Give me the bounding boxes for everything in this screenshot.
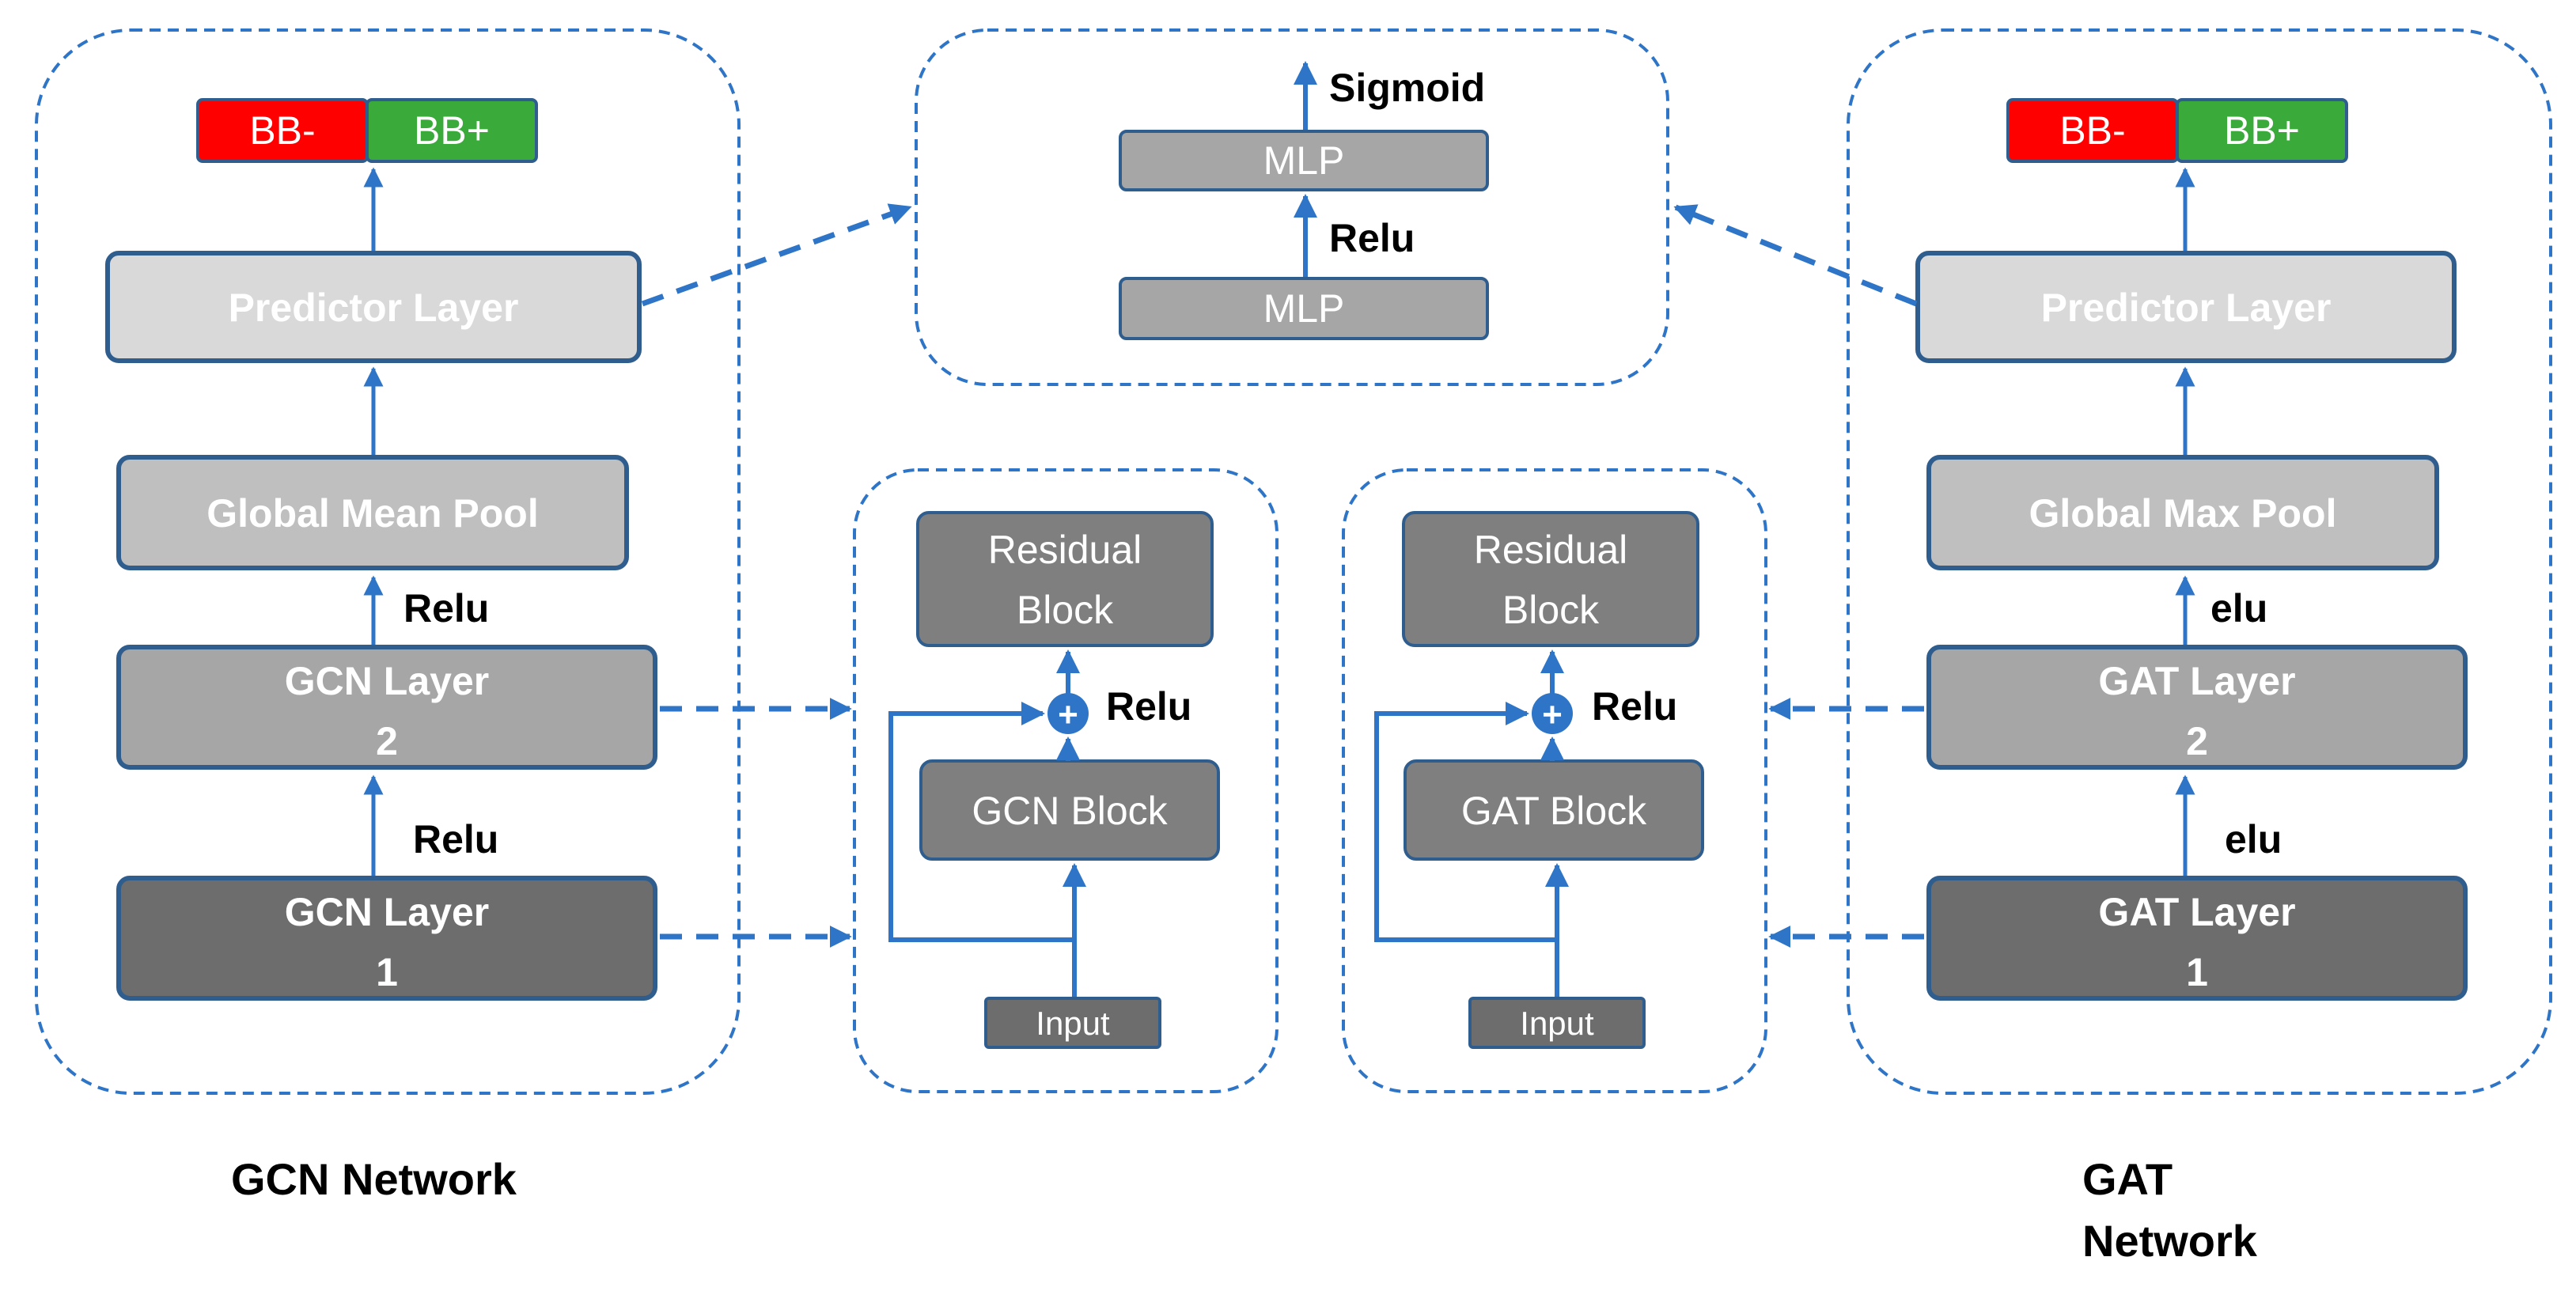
gcn-layer-1-number: 1 [376, 950, 398, 994]
gcn-residual-line1: Residual [988, 528, 1142, 572]
gat-pool-activation: elu [2210, 586, 2267, 630]
gcn-residual-block [916, 511, 1214, 647]
gat-pool-label: Global Max Pool [2029, 491, 2337, 536]
gcn-input-label: Input [1036, 1005, 1110, 1042]
gcn-global-mean-pool [116, 455, 629, 570]
gcn-add-activation: Relu [1106, 684, 1191, 729]
gcn-block-detail: Residual Block + Relu GCN Block Input [888, 511, 1220, 1049]
mlp-bottom [1119, 277, 1489, 340]
gat-output-positive [2176, 98, 2348, 163]
gat-output-negative-label: BB- [2059, 108, 2125, 153]
gat-predictor-label: Predictor Layer [2041, 286, 2332, 330]
gat-block-detail-panel [1342, 468, 1767, 1093]
gcn-layer-2-title: GCN Layer [285, 659, 489, 703]
gat-add-activation: Relu [1592, 684, 1677, 729]
mlp-top-label: MLP [1263, 138, 1345, 183]
gat-layer-2-title: GAT Layer [2098, 659, 2295, 703]
gat-residual-line1: Residual [1474, 528, 1628, 572]
gcn-output-positive-label: BB+ [414, 108, 490, 153]
gcn-layer-1-title: GCN Layer [285, 890, 489, 934]
mlp-top-activation: Sigmoid [1329, 66, 1485, 110]
mlp-mid-activation: Relu [1329, 216, 1415, 260]
gcn-layer-2-number: 2 [376, 719, 398, 763]
gcn-block-detail-panel [853, 468, 1279, 1093]
gcn-network: BB- BB+ Predictor Layer Global Mean Pool… [105, 98, 657, 1001]
gat-global-max-pool [1926, 455, 2439, 570]
gcn-predictor-layer [105, 251, 642, 363]
gat-add-node [1532, 693, 1573, 734]
gcn-skip-connection [888, 702, 1074, 942]
gcn-add-node [1047, 693, 1089, 734]
gcn-output-positive [366, 98, 538, 163]
mlp-top [1119, 130, 1489, 191]
gat-predictor-layer [1915, 251, 2457, 363]
gcn-network-panel [35, 28, 741, 1095]
gcn-output-negative-label: BB- [249, 108, 315, 153]
gat-skip-connection [1374, 702, 1557, 942]
gat-input-box [1468, 997, 1646, 1049]
gcn-input-box [984, 997, 1161, 1049]
gcn-pool-activation: Relu [403, 586, 489, 630]
plus-icon: + [1542, 695, 1563, 734]
gat-input-label: Input [1520, 1005, 1594, 1042]
connector-gcn-predictor-to-mlp [641, 203, 912, 307]
gat-layer-1-number: 1 [2186, 950, 2208, 994]
gcn-layer-1 [116, 876, 657, 1001]
predictor-detail-panel [915, 28, 1669, 386]
gat-block-label: GAT Block [1461, 789, 1647, 833]
gat-residual-block [1402, 511, 1699, 647]
gcn-predictor-label: Predictor Layer [229, 286, 519, 330]
mlp-bottom-label: MLP [1263, 286, 1345, 331]
gat-layer-2-activation: elu [2225, 817, 2282, 861]
gcn-pool-label: Global Mean Pool [206, 491, 538, 536]
predictor-detail: Sigmoid MLP Relu MLP [1119, 61, 1489, 340]
gat-residual-line2: Block [1502, 588, 1600, 632]
gat-network-panel [1847, 28, 2552, 1095]
gat-network: BB- BB+ Predictor Layer Global Max Pool … [1915, 98, 2468, 1001]
gat-output-positive-label: BB+ [2224, 108, 2300, 153]
gat-layer-1-title: GAT Layer [2098, 890, 2295, 934]
connector-gat-predictor-to-mlp [1673, 204, 1918, 307]
gcn-layer-2 [116, 645, 657, 770]
gcn-layer-2-activation: Relu [413, 817, 498, 861]
gat-layer-1 [1926, 876, 2468, 1001]
gat-network-caption-line2: Network [2082, 1216, 2258, 1266]
gat-layer-2-number: 2 [2186, 719, 2208, 763]
gat-layer-2 [1926, 645, 2468, 770]
gcn-network-caption: GCN Network [231, 1154, 517, 1204]
gat-network-caption-line1: GAT [2082, 1154, 2173, 1204]
gcn-residual-line2: Block [1017, 588, 1114, 632]
gcn-block-label: GCN Block [972, 789, 1168, 833]
plus-icon: + [1058, 695, 1078, 734]
gat-block-detail: Residual Block + Relu GAT Block Input [1374, 511, 1704, 1049]
